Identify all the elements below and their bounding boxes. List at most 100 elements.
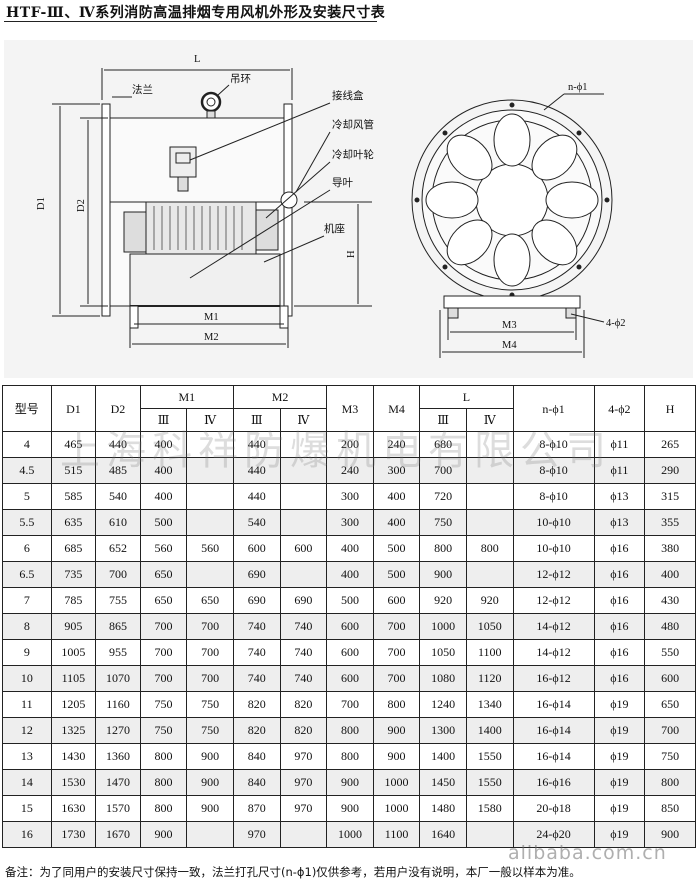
table-cell	[186, 431, 234, 458]
header-H: H	[644, 385, 696, 432]
table-cell: 16-ϕ12	[512, 665, 595, 692]
table-cell: 10	[2, 665, 52, 692]
table-cell: ϕ19	[593, 821, 646, 848]
header-L-III: Ⅲ	[419, 408, 467, 432]
table-cell: 650	[186, 587, 234, 614]
table-cell: 820	[279, 717, 328, 744]
table-cell: 900	[419, 561, 467, 588]
table-cell: 850	[644, 795, 696, 822]
table-cell: 680	[419, 431, 467, 458]
table-cell: 970	[232, 821, 281, 848]
table-cell: 900	[372, 743, 421, 770]
table-cell: 5	[2, 483, 52, 510]
table-cell: 740	[232, 613, 281, 640]
table-cell: 500	[139, 509, 188, 536]
table-cell: 900	[326, 769, 374, 796]
header-D1: D1	[50, 385, 97, 432]
table-cell: 4.5	[2, 457, 52, 484]
table-cell: 265	[644, 431, 696, 458]
table-cell	[465, 431, 514, 458]
table-cell: 380	[644, 535, 696, 562]
table-cell: 1360	[95, 743, 141, 770]
table-cell: 400	[326, 561, 374, 588]
table-cell: 400	[372, 483, 421, 510]
table-cell: 10-ϕ10	[512, 509, 595, 536]
front-view	[411, 93, 613, 358]
table-cell	[279, 509, 328, 536]
dimension-table: 型号 D1 D2 M1 M2 M3 M4 L n-ϕ1 4-ϕ2 H Ⅲ Ⅳ Ⅲ…	[2, 385, 696, 848]
table-cell: 700	[139, 665, 188, 692]
table-cell: 740	[279, 639, 328, 666]
table-cell: ϕ13	[593, 509, 646, 536]
table-cell: 700	[372, 665, 421, 692]
table-cell: ϕ19	[593, 717, 646, 744]
table-cell: ϕ19	[593, 691, 646, 718]
table-cell: 24-ϕ20	[512, 821, 595, 848]
table-cell: 15	[2, 795, 52, 822]
table-cell: 480	[644, 613, 696, 640]
table-cell: 10-ϕ10	[512, 535, 595, 562]
table-cell	[186, 483, 234, 510]
table-cell: 750	[139, 717, 188, 744]
table-cell: 900	[139, 821, 188, 848]
label-H: H	[346, 250, 357, 258]
table-cell: 290	[644, 457, 696, 484]
table-cell: 1550	[465, 769, 514, 796]
table-cell: 1000	[372, 769, 421, 796]
table-cell: 690	[232, 561, 281, 588]
table-cell	[186, 457, 234, 484]
table-cell: 700	[95, 561, 141, 588]
table-cell: 1005	[50, 639, 97, 666]
table-cell: 515	[50, 457, 97, 484]
table-cell: 740	[232, 665, 281, 692]
table-cell: 652	[95, 535, 141, 562]
table-cell: 12-ϕ12	[512, 561, 595, 588]
junction-box	[169, 146, 197, 178]
label-4-phi2: 4-ϕ2	[606, 318, 626, 329]
header-row-1: 型号 D1 D2 M1 M2 M3 M4 L n-ϕ1 4-ϕ2 H	[2, 385, 696, 432]
table-cell: 1160	[95, 691, 141, 718]
table-cell: 20-ϕ18	[512, 795, 595, 822]
table-cell: 820	[232, 717, 281, 744]
table-cell: 11	[2, 691, 52, 718]
table-cell: 750	[419, 509, 467, 536]
table-cell: 500	[372, 535, 421, 562]
side-view-labels: L 法兰 吊环 接线盒 冷却风管 冷却叶轮 导叶 机座 D1 D2 H M1 M…	[36, 54, 374, 343]
table-cell: 8-ϕ10	[512, 431, 595, 458]
table-cell: 500	[372, 561, 421, 588]
table-cell: 1580	[465, 795, 514, 822]
table-cell: 820	[232, 691, 281, 718]
table-cell: 540	[232, 509, 281, 536]
table-cell: 600	[326, 639, 374, 666]
table-cell: 240	[372, 431, 421, 458]
table-cell: 870	[232, 795, 281, 822]
table-cell: 1570	[95, 795, 141, 822]
table-cell: 740	[279, 665, 328, 692]
table-cell: 16-ϕ14	[512, 717, 595, 744]
table-cell: 800	[419, 535, 467, 562]
table-cell: 1550	[465, 743, 514, 770]
table-cell: 785	[50, 587, 97, 614]
table-cell: 1050	[419, 639, 467, 666]
table-cell: 900	[186, 743, 234, 770]
table-cell: 465	[50, 431, 97, 458]
table-cell: 1050	[465, 613, 514, 640]
table-cell: 690	[232, 587, 281, 614]
table-cell: 1100	[465, 639, 514, 666]
table-cell: 1670	[95, 821, 141, 848]
table-cell: 900	[326, 795, 374, 822]
table-cell	[186, 509, 234, 536]
table-cell: ϕ16	[593, 613, 646, 640]
table-cell: 685	[50, 535, 97, 562]
table-cell: 970	[279, 795, 328, 822]
table-cell: 690	[279, 587, 328, 614]
table-cell: 13	[2, 743, 52, 770]
brand-watermark: alibaba.com.cn	[508, 842, 667, 864]
